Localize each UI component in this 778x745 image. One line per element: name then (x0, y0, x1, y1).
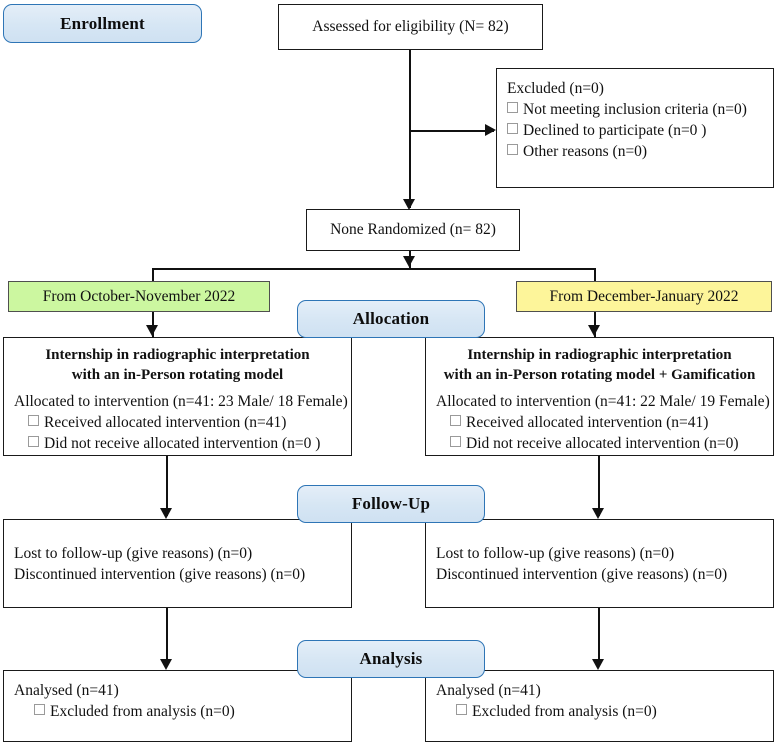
allocation-box-left: Internship in radiographic interpretatio… (3, 337, 352, 456)
allocation-right-allocated: Allocated to intervention (n=41: 22 Male… (436, 393, 770, 410)
stage-label-analysis: Analysis (297, 640, 485, 678)
period-box-left: From October-November 2022 (8, 281, 270, 312)
allocation-left-header-line1: Internship in radiographic interpretatio… (45, 347, 310, 363)
excluded-item-0: Not meeting inclusion criteria (n=0) (507, 100, 763, 121)
arrowhead-right-analysis (592, 659, 604, 670)
checkbox-icon (507, 101, 518, 113)
allocation-left-allocated: Allocated to intervention (n=41: 23 Male… (14, 393, 348, 410)
excluded-item-2: Other reasons (n=0) (507, 142, 763, 163)
followup-right-discontinued: Discontinued intervention (give reasons)… (436, 565, 728, 583)
allocation-right-item-1-text: Did not receive allocated intervention (… (466, 434, 739, 452)
period-box-right: From December-January 2022 (516, 281, 772, 312)
analysis-box-left: Analysed (n=41) Excluded from analysis (… (3, 670, 352, 742)
arrowhead-to-excluded (485, 124, 496, 136)
allocation-left-item-0: Received allocated intervention (n=41) (14, 413, 341, 434)
checkbox-icon (507, 143, 518, 155)
allocation-left-item-1: Did not receive allocated intervention (… (14, 434, 341, 455)
arrowhead-assessed-to-randomized (403, 199, 415, 210)
stage-label-analysis-text: Analysis (359, 649, 423, 668)
checkbox-icon (456, 703, 467, 715)
arrowhead-left-analysis (160, 659, 172, 670)
allocation-left-item-0-text: Received allocated intervention (n=41) (44, 413, 287, 431)
allocation-left-header-line2: with an in-Person rotating model (71, 366, 284, 383)
excluded-title: Excluded (n=0) (507, 80, 604, 97)
connector-left-allocation-to-followup (166, 456, 168, 516)
stage-label-followup-text: Follow-Up (351, 494, 431, 513)
excluded-item-2-text: Other reasons (n=0) (523, 142, 648, 160)
stage-label-followup: Follow-Up (297, 485, 485, 523)
period-left-text: From October-November 2022 (42, 287, 236, 305)
analysis-right-analysed: Analysed (n=41) (436, 682, 541, 699)
connector-right-followup-to-analysis (598, 608, 600, 666)
checkbox-icon (450, 414, 461, 426)
arrowhead-split-center (403, 256, 415, 267)
connector-to-excluded (409, 130, 494, 132)
stage-label-allocation-text: Allocation (352, 309, 430, 328)
allocation-right-header-line2: with an in-Person rotating model + Gamif… (443, 366, 756, 383)
randomized-box: None Randomized (n= 82) (306, 209, 520, 251)
checkbox-icon (28, 414, 39, 426)
allocation-right-item-1: Did not receive allocated intervention (… (436, 434, 763, 455)
connector-assessed-to-randomized (409, 50, 411, 208)
arrowhead-right-followup (592, 508, 604, 519)
analysis-left-item-0-text: Excluded from analysis (n=0) (50, 702, 235, 720)
stage-label-enrollment-text: Enrollment (60, 13, 145, 33)
assessed-for-eligibility-text: Assessed for eligibility (N= 82) (312, 17, 509, 35)
allocation-right-item-0: Received allocated intervention (n=41) (436, 413, 763, 434)
checkbox-icon (507, 122, 518, 134)
excluded-box: Excluded (n=0) Not meeting inclusion cri… (496, 68, 774, 188)
checkbox-icon (28, 435, 39, 447)
analysis-left-item-0: Excluded from analysis (n=0) (14, 702, 341, 723)
checkbox-icon (450, 435, 461, 447)
excluded-item-1: Declined to participate (n=0 ) (507, 121, 763, 142)
connector-split-bar (152, 268, 596, 270)
checkbox-icon (34, 703, 45, 715)
followup-box-right: Lost to follow-up (give reasons) (n=0) D… (425, 519, 774, 608)
allocation-right-header-line1: Internship in radiographic interpretatio… (467, 347, 732, 363)
analysis-left-analysed: Analysed (n=41) (14, 682, 119, 699)
allocation-box-right: Internship in radiographic interpretatio… (425, 337, 774, 456)
analysis-right-item-0-text: Excluded from analysis (n=0) (472, 702, 657, 720)
analysis-right-item-0: Excluded from analysis (n=0) (436, 702, 763, 723)
excluded-item-1-text: Declined to participate (n=0 ) (523, 121, 707, 139)
followup-right-lost: Lost to follow-up (give reasons) (n=0) (436, 545, 675, 562)
followup-left-discontinued: Discontinued intervention (give reasons)… (14, 565, 306, 583)
excluded-item-0-text: Not meeting inclusion criteria (n=0) (523, 100, 747, 118)
randomized-text: None Randomized (n= 82) (330, 220, 496, 238)
stage-label-allocation: Allocation (297, 300, 485, 338)
followup-left-lost: Lost to follow-up (give reasons) (n=0) (14, 545, 253, 562)
allocation-left-item-1-text: Did not receive allocated intervention (… (44, 434, 321, 452)
analysis-box-right: Analysed (n=41) Excluded from analysis (… (425, 670, 774, 742)
allocation-right-item-0-text: Received allocated intervention (n=41) (466, 413, 709, 431)
period-right-text: From December-January 2022 (549, 287, 739, 305)
followup-box-left: Lost to follow-up (give reasons) (n=0) D… (3, 519, 352, 608)
stage-label-enrollment: Enrollment (3, 4, 202, 43)
connector-right-allocation-to-followup (598, 456, 600, 516)
arrowhead-left-allocation (146, 325, 158, 336)
assessed-for-eligibility-box: Assessed for eligibility (N= 82) (278, 4, 543, 50)
arrowhead-right-allocation (588, 325, 600, 336)
connector-left-followup-to-analysis (166, 608, 168, 666)
arrowhead-left-followup (160, 508, 172, 519)
